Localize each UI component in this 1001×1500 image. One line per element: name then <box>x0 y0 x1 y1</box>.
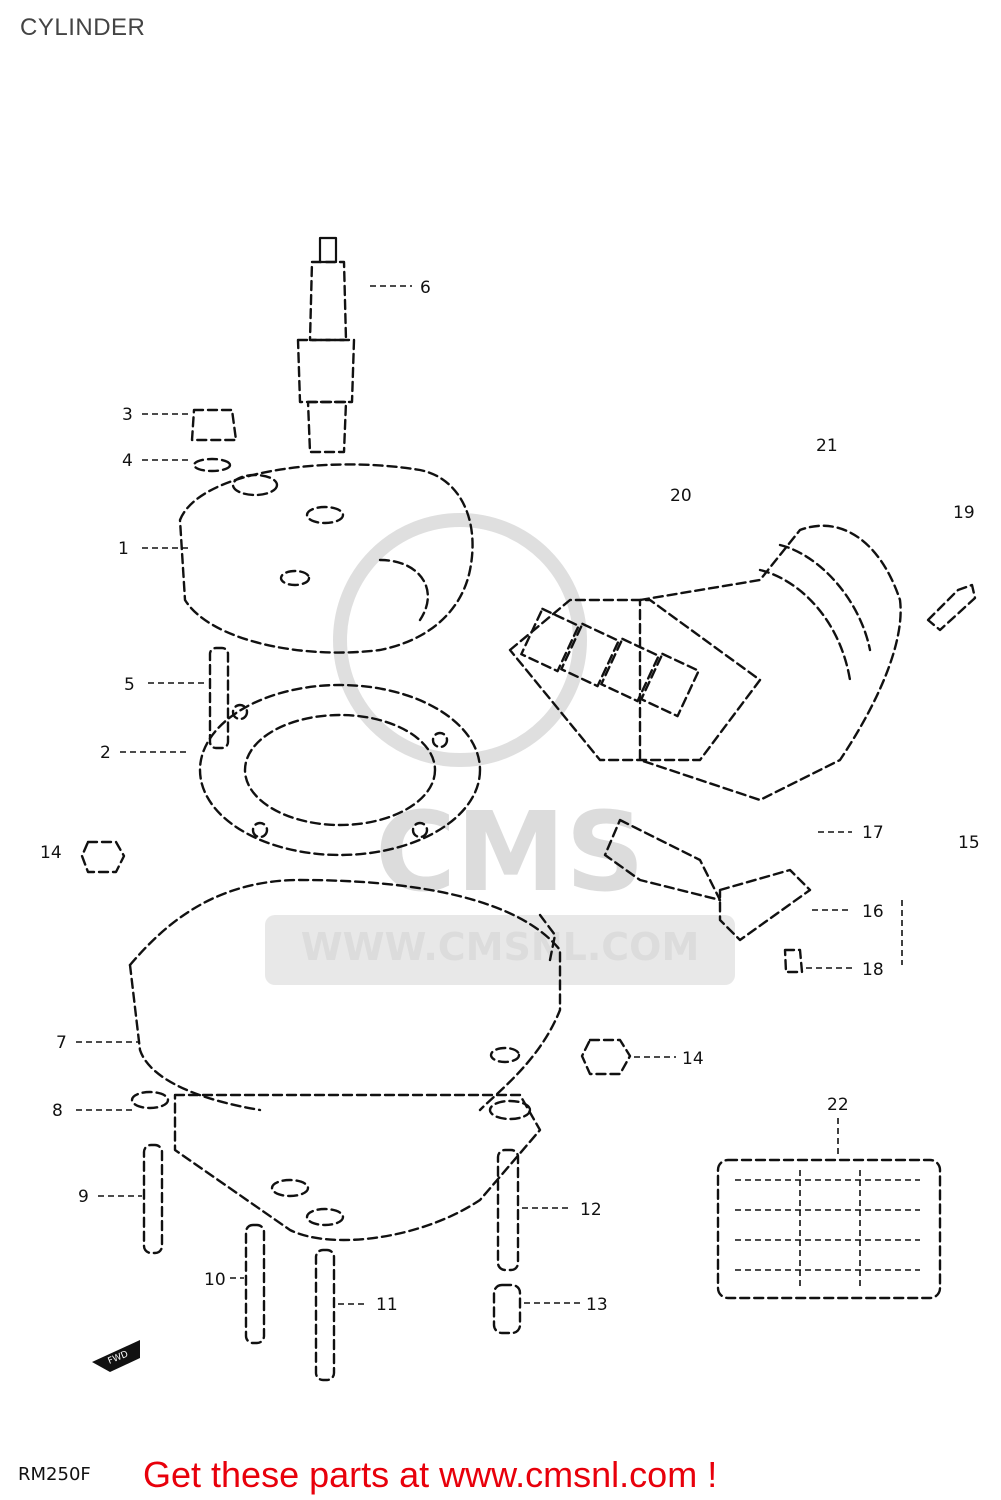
page-title: CYLINDER <box>20 14 146 41</box>
callout-17: 17 <box>862 823 884 843</box>
callout-8: 8 <box>52 1101 63 1121</box>
callout-2: 2 <box>100 743 111 763</box>
intake-bolt <box>926 583 977 632</box>
callout-7: 7 <box>56 1033 67 1053</box>
callout-18: 18 <box>862 960 884 980</box>
callout-12: 12 <box>580 1200 602 1220</box>
cylinder-nut-right <box>580 1038 632 1076</box>
callout-3: 3 <box>122 405 133 425</box>
callout-15: 15 <box>958 833 980 853</box>
cylinder-head-nut <box>190 408 238 473</box>
watermark-url: WWW.CMSNL.COM <box>301 925 700 969</box>
head-gasket <box>198 683 482 857</box>
page-footer: RM250F Get these parts at www.cmsnl.com … <box>0 1448 1001 1500</box>
model-code: RM250F <box>18 1464 91 1485</box>
callout-6: 6 <box>420 278 431 298</box>
callout-4: 4 <box>122 451 133 471</box>
cylinder-nut-left <box>80 840 126 874</box>
callout-5: 5 <box>124 675 135 695</box>
callout-14-right: 14 <box>682 1049 704 1069</box>
callout-13: 13 <box>586 1295 608 1315</box>
callout-21: 21 <box>816 436 838 456</box>
cylinder-body <box>128 878 562 1242</box>
callout-9: 9 <box>78 1187 89 1207</box>
callout-19: 19 <box>953 503 975 523</box>
callout-14-left: 14 <box>40 843 62 863</box>
reed-valve <box>508 598 762 762</box>
stud-9 <box>142 1143 164 1255</box>
forward-arrow: FWD <box>92 1340 140 1372</box>
stud-10 <box>244 1223 266 1345</box>
cylinder-head <box>178 463 474 654</box>
callout-labels: 6 3 4 1 21 20 19 5 2 14 17 15 16 18 7 14… <box>40 278 980 1315</box>
stud-12 <box>496 1148 520 1272</box>
label-card <box>716 1158 942 1300</box>
leader-lines <box>76 285 903 1305</box>
intake-gasket <box>603 818 812 974</box>
callout-10: 10 <box>204 1270 226 1290</box>
callout-11: 11 <box>376 1295 398 1315</box>
callout-16: 16 <box>862 902 884 922</box>
callout-1: 1 <box>118 539 129 559</box>
dowel-pin <box>492 1283 522 1335</box>
callout-20: 20 <box>670 486 692 506</box>
spark-plug <box>296 236 356 454</box>
watermark-brand: CMS <box>375 788 644 916</box>
buy-parts-link[interactable]: Get these parts at www.cmsnl.com ! <box>143 1454 718 1495</box>
callout-22: 22 <box>827 1095 849 1115</box>
intake-pipe <box>638 524 902 802</box>
stud-bolt <box>208 646 230 750</box>
cms-watermark: WWW.CMSNL.COM CMS <box>265 513 735 985</box>
stud-11 <box>314 1248 336 1382</box>
